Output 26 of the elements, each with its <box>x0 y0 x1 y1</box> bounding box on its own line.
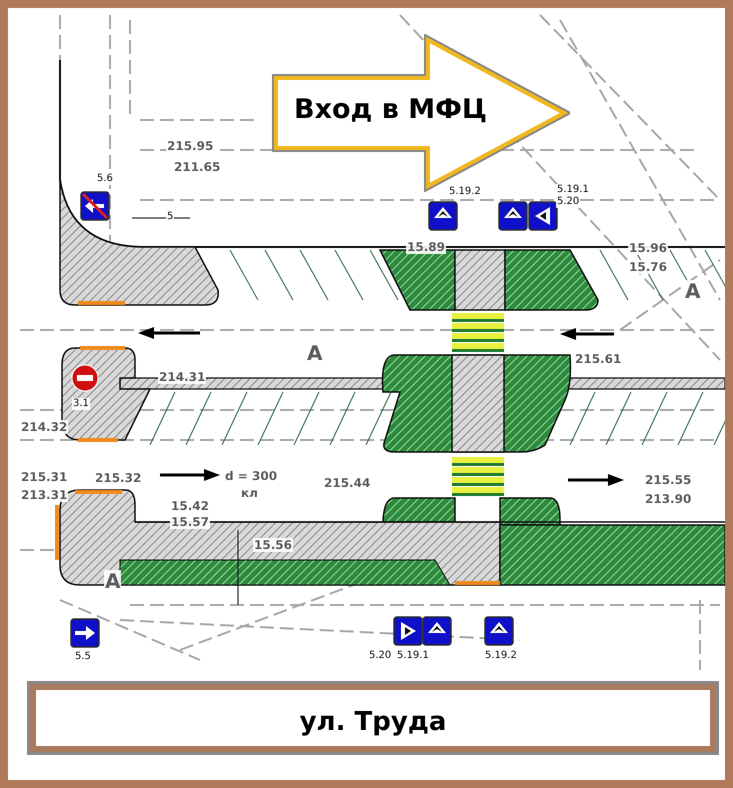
elevation-label: 214.31 <box>158 370 206 384</box>
elevation-label: 214.32 <box>20 420 68 434</box>
elevation-label: 213.90 <box>644 492 692 506</box>
elevation-label: 211.65 <box>173 160 222 174</box>
elevation-label: 15.96 <box>628 241 668 255</box>
elevation-label: 15.42 <box>170 499 210 513</box>
elevation-label: 15.89 <box>406 240 446 254</box>
elevation-label: 213.31 <box>20 488 68 502</box>
sign-code-label: 3.1 <box>72 398 90 410</box>
section-letter: A <box>684 280 702 302</box>
elevation-label: 215.55 <box>644 473 692 487</box>
elevation-label: 15.57 <box>170 515 210 529</box>
elevation-label: 215.32 <box>94 471 142 485</box>
elevation-label: 215.31 <box>20 470 68 484</box>
elevation-label: 215.44 <box>323 476 372 490</box>
sign-code-label: 5.20 <box>556 196 580 208</box>
elevation-label: 15.56 <box>253 538 293 552</box>
entrance-label: Вход в МФЦ <box>294 96 487 123</box>
sign-code-label: 5.6 <box>96 173 114 185</box>
elevation-label: 215.95 <box>166 139 214 153</box>
street-name: ул. Труда <box>298 708 448 737</box>
sign-code-label: 5.19.1 <box>556 184 590 196</box>
street-name-panel <box>30 684 716 752</box>
elevation-label: 215.61 <box>574 352 622 366</box>
dimension-label: d = 300 <box>224 469 278 483</box>
elevation-label: 15.76 <box>628 260 668 274</box>
